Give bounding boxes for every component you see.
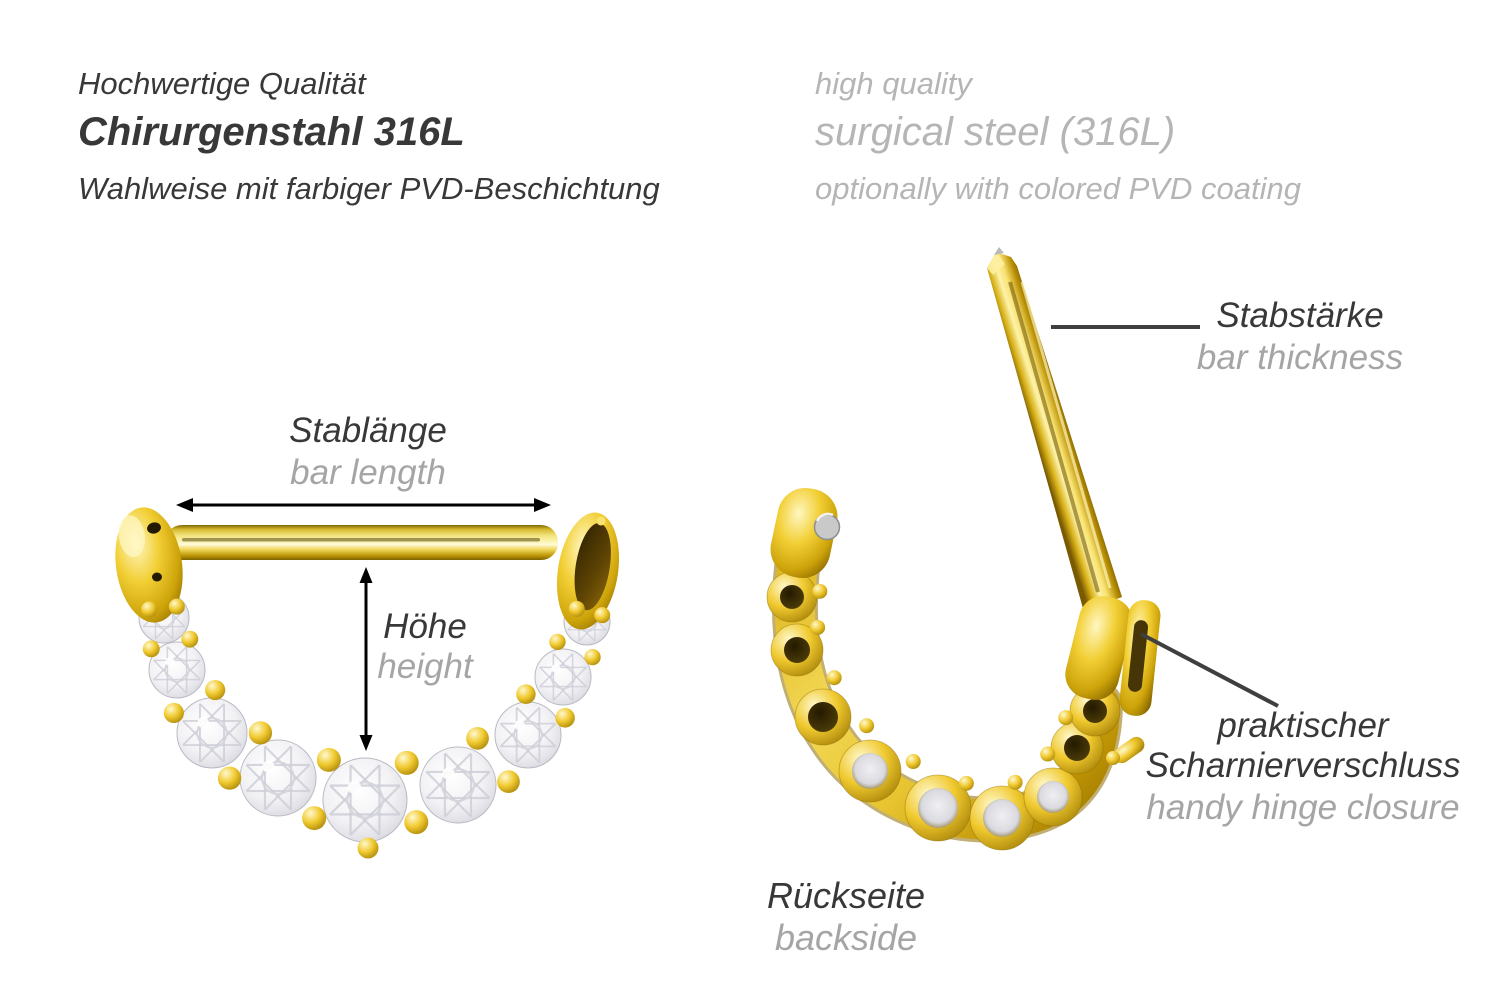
backside-label-de: Rückseite [766, 875, 926, 916]
back-bar-tip [994, 247, 1004, 255]
coating-en: optionally with colored PVD coating [815, 171, 1301, 206]
hinge-callout-line [1140, 632, 1279, 708]
hinge-label-de-line2: Scharnierverschluss [1145, 746, 1461, 785]
material-en: surgical steel (316L) [815, 110, 1176, 154]
height-label-en: height [377, 647, 473, 686]
height-arrow [359, 567, 373, 751]
material-de: Chirurgenstahl 316L [78, 110, 465, 154]
front-right-cap [556, 512, 620, 630]
bar-thickness-label-de: Stabstärke [1216, 296, 1384, 335]
hinge-label-en: handy hinge closure [1146, 788, 1460, 827]
back-bar-highlight [1020, 281, 1112, 589]
bar-length-label-en: bar length [290, 453, 446, 492]
front-left-cap [115, 507, 183, 623]
hinge-catch [1113, 736, 1145, 764]
band-prong-bumps [810, 583, 1074, 791]
crystal-housings [766, 571, 1121, 851]
cap-hole-bottom [152, 572, 162, 582]
height-label-de: Höhe [383, 607, 467, 646]
quality-claim-en: high quality [815, 66, 972, 101]
hinge-label-de-line1: praktischer [1217, 706, 1389, 745]
steel-pin-highlight [815, 512, 834, 522]
back-bar-chamfer [987, 252, 1005, 275]
front-view-illustration [115, 507, 620, 859]
hinge-catch-ball [1106, 751, 1120, 765]
bar-length-label-de: Stablänge [289, 411, 447, 450]
back-end-tab [770, 487, 838, 579]
hinge-slot [1127, 620, 1149, 692]
front-bar-reflection [182, 538, 540, 542]
back-bar-reflection [1008, 281, 1100, 593]
front-bar [165, 525, 558, 560]
cap-highlight-dot [596, 516, 606, 526]
prong-balls [141, 598, 611, 859]
coating-de: Wahlweise mit farbiger PVD-Beschichtung [78, 171, 660, 206]
cap-hole-top [147, 522, 161, 534]
bar-thickness-label-en: bar thickness [1196, 338, 1404, 377]
hinge-block [1065, 596, 1133, 700]
bar-length-arrow [176, 498, 551, 512]
quality-claim-de: Hochwertige Qualität [78, 66, 366, 101]
back-view-illustration [766, 247, 1161, 851]
crystal-arc [138, 592, 611, 843]
backside-label-en: backside [774, 917, 918, 958]
